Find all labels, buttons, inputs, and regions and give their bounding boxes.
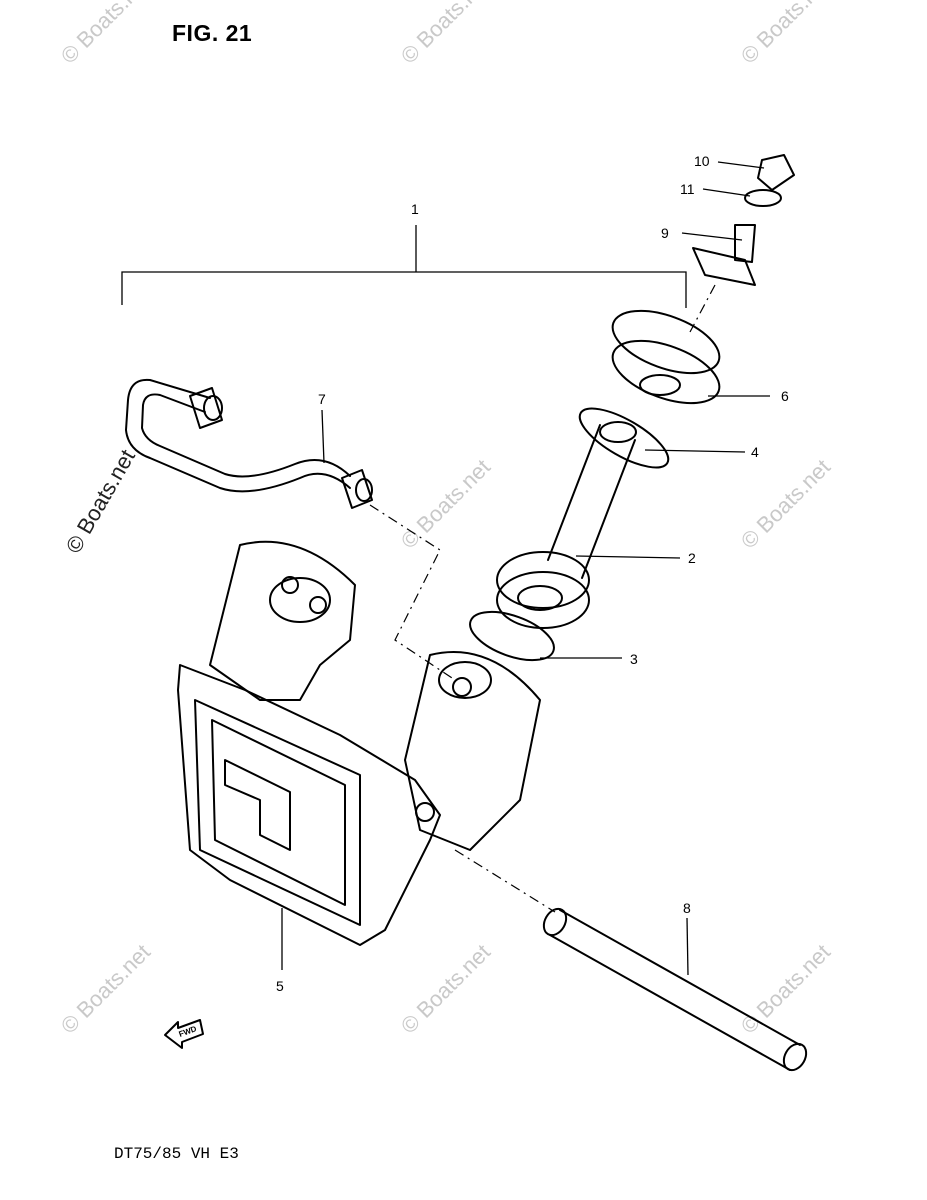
part-7-tube	[125, 378, 373, 509]
part-10-nut	[757, 154, 795, 191]
callout-6: 6	[781, 388, 789, 404]
figure-title: FIG. 21	[172, 20, 253, 46]
watermark: © Boats.net	[396, 939, 495, 1038]
watermark: © Boats.net	[396, 0, 495, 69]
watermark: © Boats.net	[736, 939, 835, 1038]
callout-3: 3	[630, 651, 638, 667]
watermark: © Boats.net	[736, 0, 835, 69]
assembly-bracket	[121, 225, 687, 308]
model-label: DT75/85 VH E3	[114, 1145, 239, 1163]
part-6-cap	[611, 309, 721, 405]
part-5-housing	[177, 540, 541, 946]
callout-7: 7	[318, 391, 326, 407]
watermark: © Boats.net	[61, 445, 140, 557]
part-2-shaft	[496, 421, 637, 629]
callouts: 1 2 3 4 5 6 7 8 9 10 11	[276, 153, 789, 994]
callout-11: 11	[680, 181, 695, 197]
center-lines	[369, 284, 716, 913]
watermark: © Boats.net	[396, 454, 495, 553]
part-11-washer	[744, 189, 782, 207]
callout-2: 2	[688, 550, 696, 566]
watermarks: © Boats.net © Boats.net © Boats.net © Bo…	[56, 0, 835, 1039]
fwd-marker: FWD	[164, 1019, 204, 1049]
callout-10: 10	[694, 153, 710, 169]
part-9-bolt	[692, 224, 756, 286]
callout-4: 4	[751, 444, 759, 460]
callout-9: 9	[661, 225, 669, 241]
callout-5: 5	[276, 978, 284, 994]
watermark: © Boats.net	[56, 939, 155, 1038]
part-8-pin	[542, 907, 808, 1072]
watermark: © Boats.net	[736, 454, 835, 553]
leader-lines	[281, 161, 770, 976]
part-4-o-ring	[578, 407, 670, 469]
callout-8: 8	[683, 900, 691, 916]
part-3-o-ring	[469, 610, 555, 662]
callout-1: 1	[411, 201, 419, 217]
watermark: © Boats.net	[56, 0, 155, 69]
